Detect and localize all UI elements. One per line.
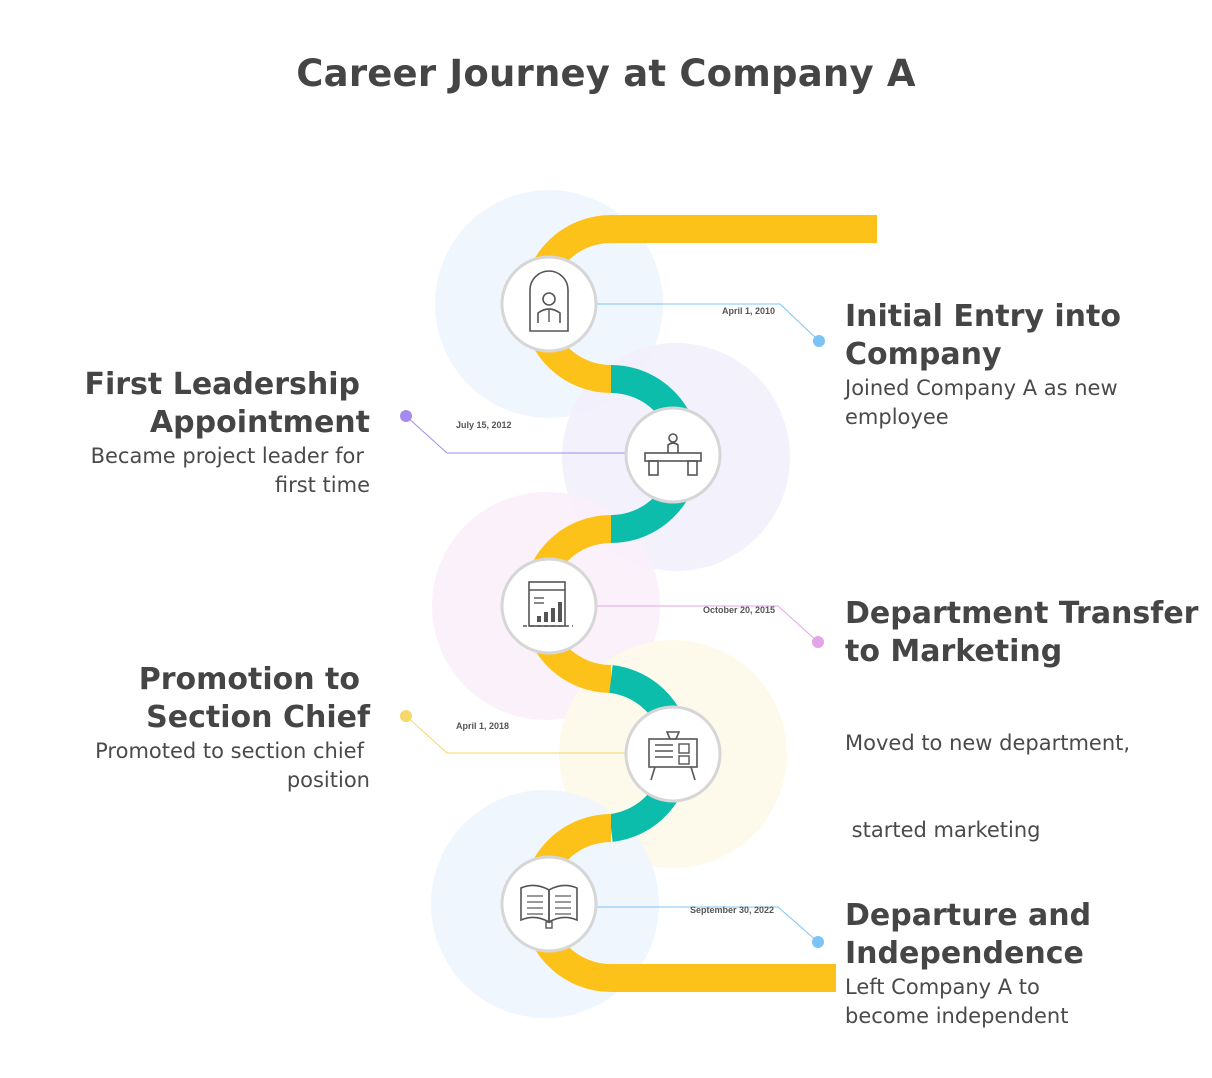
node-circle: [500, 255, 598, 353]
event-description: Left Company A to become independent: [845, 975, 1069, 1028]
event-departure-independence: Departure and Independence Left Company …: [845, 897, 1205, 1031]
timeline-node: [500, 557, 598, 655]
connector-line: [405, 715, 628, 754]
event-department-transfer: Department Transfer to Marketing Moved t…: [845, 595, 1205, 903]
open-book-icon: [520, 884, 578, 929]
connector-line: [596, 605, 819, 643]
event-date: April 1, 2018: [456, 721, 509, 731]
timeline-node: [624, 406, 722, 504]
event-description: Became project leader for first time: [90, 444, 370, 497]
event-initial-entry: Initial Entry into Company Joined Compan…: [845, 298, 1205, 432]
timeline-dot: [813, 335, 825, 347]
event-description: Promoted to section chief position: [95, 739, 370, 792]
event-title: Promotion to Section Chief: [138, 662, 370, 735]
event-date: September 30, 2022: [690, 905, 774, 915]
node-circle: [624, 705, 722, 803]
event-promotion-section-chief: Promotion to Section Chief Promoted to s…: [20, 661, 370, 795]
timeline-dot: [812, 636, 824, 648]
event-title: Initial Entry into Company: [845, 299, 1121, 372]
event-title: Department Transfer to Marketing: [845, 596, 1199, 669]
timeline-dot: [812, 936, 824, 948]
connector-line: [596, 303, 820, 342]
connector-line: [596, 906, 819, 943]
event-first-leadership: First Leadership Appointment Became proj…: [20, 366, 370, 500]
node-circle: [500, 557, 598, 655]
event-title: Departure and Independence: [845, 898, 1092, 971]
person-portrait-icon: [529, 270, 569, 332]
event-description: Joined Company A as new employee: [845, 376, 1118, 429]
presentation-board-icon: [648, 731, 698, 781]
event-title: First Leadership Appointment: [84, 367, 370, 440]
person-at-desk-icon: [644, 433, 702, 476]
bar-chart-report-icon: [523, 581, 573, 627]
event-date: July 15, 2012: [456, 420, 512, 430]
timeline-node: [624, 705, 722, 803]
timeline-node: [500, 255, 598, 353]
connector-line: [405, 415, 628, 454]
timeline-node: [500, 855, 598, 953]
timeline-dot: [400, 710, 412, 722]
timeline-dot: [400, 410, 412, 422]
event-date: April 1, 2010: [722, 306, 775, 316]
node-circle: [624, 406, 722, 504]
event-date: October 20, 2015: [703, 605, 775, 615]
page-title: Career Journey at Company A: [296, 52, 916, 95]
event-description: Moved to new department, started marketi…: [845, 731, 1131, 842]
